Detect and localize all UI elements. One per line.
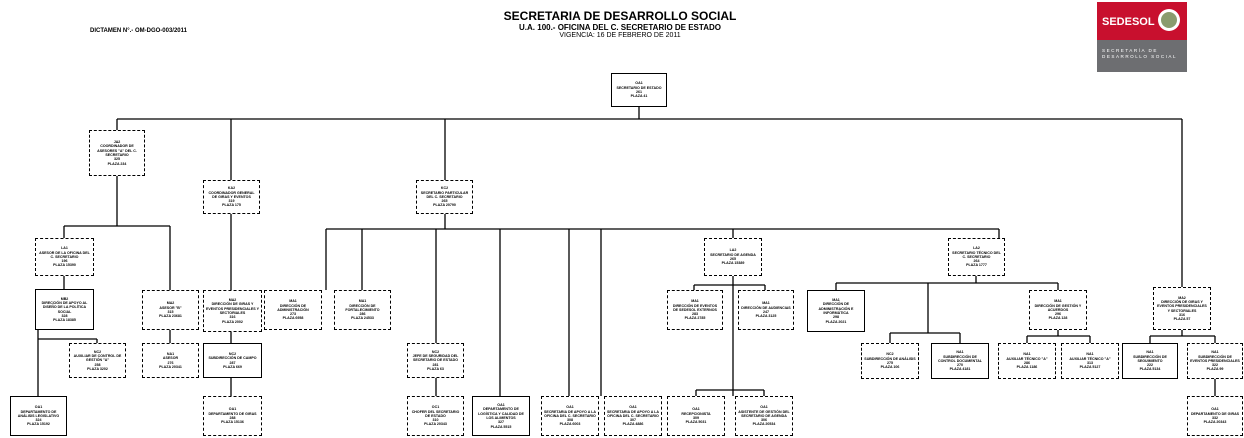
org-box-sub-eventos-pres: NA1 SUBDIRECCIÓN DE EVENTOS PRESIDENCIAL… [1187, 343, 1243, 379]
org-box-asesor-na1: NA1 ASESOR 276 PLAZA 20341 [142, 343, 199, 378]
org-box-aux-control: NC2 AUXILIAR DE CONTROL DE GESTIÓN "A" 2… [69, 343, 126, 378]
org-box-dir-giras-eventos: MA2 DIRECCIÓN DE GIRAS Y EVENTOS PRESIDE… [203, 290, 262, 332]
org-box-coord-giras: KA2 COORDINADOR GENERAL DE GIRAS Y EVENT… [203, 180, 260, 214]
org-box-sec-apoyo-2: OA1 SECRETARIA DE APOYO A LA OFICINA DEL… [604, 396, 662, 436]
org-box-aux-tecnico-1: NA1 AUXILIAR TÉCNICO "A" 286 PLAZA 1186 [998, 343, 1056, 379]
org-box-sec-particular: KC2 SECRETARIO PARTICULAR DEL C. SECRETA… [416, 180, 473, 214]
org-box-asistente-gestion: OA1 ASISTENTE DE GESTIÓN DEL SECRETARIO … [735, 396, 793, 436]
dictamen-label: DICTAMEN N°.- OM-DGO-003/2011 [90, 28, 187, 34]
org-box-sub-analisis: NC2 SUBDIRECCIÓN DE ANÁLISIS 275 PLAZA 1… [861, 343, 919, 379]
org-box-coord-asesores: JA2 COORDINADOR DE ASESORES "A" DEL C. S… [89, 130, 145, 176]
vigencia-date: VIGENCIA: 16 DE FEBRERO DE 2011 [559, 32, 681, 39]
logo-subtitle: SECRETARÍA DE DESARROLLO SOCIAL [1102, 48, 1178, 59]
page-subtitle: U.A. 100.- OFICINA DEL C. SECRETARIO DE … [519, 23, 721, 32]
org-box-asesor-b: MA2 ASESOR "B" 315 PLAZA 23681 [142, 290, 199, 330]
org-box-dir-giras-2: MA2 DIRECCIÓN DE GIRAS Y EVENTOS PRESIDE… [1153, 287, 1211, 330]
org-box-dir-fortalecimiento: MA1 DIRECCIÓN DE FORTALECIMIENTO 286 PLA… [334, 290, 391, 330]
org-box-dept-giras-2: OA1 DEPARTAMENTO DE GIRAS 332 PLAZA 2034… [1187, 396, 1243, 436]
org-box-recepcionista: OA1 RECEPCIONISTA 309 PLAZA 5031 [667, 396, 725, 436]
org-box-chofer: OC1 CHOFER DEL SECRETARIO DE ESTADO 310 … [407, 396, 464, 436]
org-box-sub-control-doc: NA1 SUBDIRECCIÓN DE CONTROL DOCUMENTAL 2… [931, 343, 989, 379]
org-box-dir-eventos-sedesol: MA1 DIRECCIÓN DE EVENTOS DE SEDESOL EXTE… [667, 290, 723, 330]
org-box-sec-agenda: LA2 SECRETARIO DE AGENDA 265 PLAZA 15389 [704, 238, 762, 276]
org-box-sec-apoyo-1: OA1 SECRETARIA DE APOYO A LA OFICINA DEL… [541, 396, 599, 436]
org-box-secretario: OA1 SECRETARIO DE ESTADO 261 PLAZA 41 [611, 73, 667, 107]
org-box-sec-tecnico: LA2 SECRETARIO TÉCNICO DEL C. SECRETARIO… [948, 238, 1005, 276]
logo-band [1097, 40, 1187, 72]
org-box-dir-admin-info: MA1 DIRECCIÓN DE ADMINISTRACIÓN E INFORM… [807, 290, 865, 332]
page-title: SECRETARIA DE DESARROLLO SOCIAL [503, 9, 737, 23]
sedesol-logo: SEDESOL SECRETARÍA DE DESARROLLO SOCIAL [1097, 2, 1187, 72]
logo-brand-text: SEDESOL [1102, 16, 1155, 28]
org-box-dir-audiencias: MA1 DIRECCIÓN DE AUDIENCIAS 247 PLAZA 31… [738, 290, 794, 330]
org-box-dir-politica: MB2 DIRECCIÓN DE APOYO AL DISEÑO DE LA P… [35, 289, 94, 330]
org-box-dept-giras: OA1 DEPARTAMENTO DE GIRAS 288 PLAZA 1513… [203, 396, 262, 436]
org-box-dept-legislativo: OA1 DEPARTAMENTO DE ANÁLISIS LEGISLATIVO… [10, 396, 67, 436]
mexico-seal-icon [1158, 9, 1180, 31]
org-box-sub-campo: NC2 SUBDIRECCIÓN DE CAMPO 287 PLAZA 669 [203, 343, 262, 378]
org-box-dir-admin: MA1 DIRECCIÓN DE ADMINISTRACIÓN 273 PLAZ… [264, 290, 322, 330]
org-box-jefe-seguridad: NC2 JEFE DE SEGURIDAD DEL SECRETARIO DE … [407, 343, 464, 378]
org-box-sub-seguimiento: NA1 SUBDIRECCIÓN DE SEGUIMIENTO 222 PLAZ… [1122, 343, 1178, 379]
org-box-asesor-oficina: LA1 ASESOR DE LA OFICINA DEL C. SECRETAR… [35, 238, 94, 276]
org-box-dept-logistica: OA1 DEPARTAMENTO DE LOGÍSTICA Y CALIDAD … [472, 396, 530, 436]
org-box-aux-tecnico-2: NA1 AUXILIAR TÉCNICO "A" 313 PLAZA 5127 [1061, 343, 1119, 379]
org-box-dir-gestion: MA1 DIRECCIÓN DE GESTIÓN Y ACUERDOS 296 … [1029, 290, 1087, 330]
